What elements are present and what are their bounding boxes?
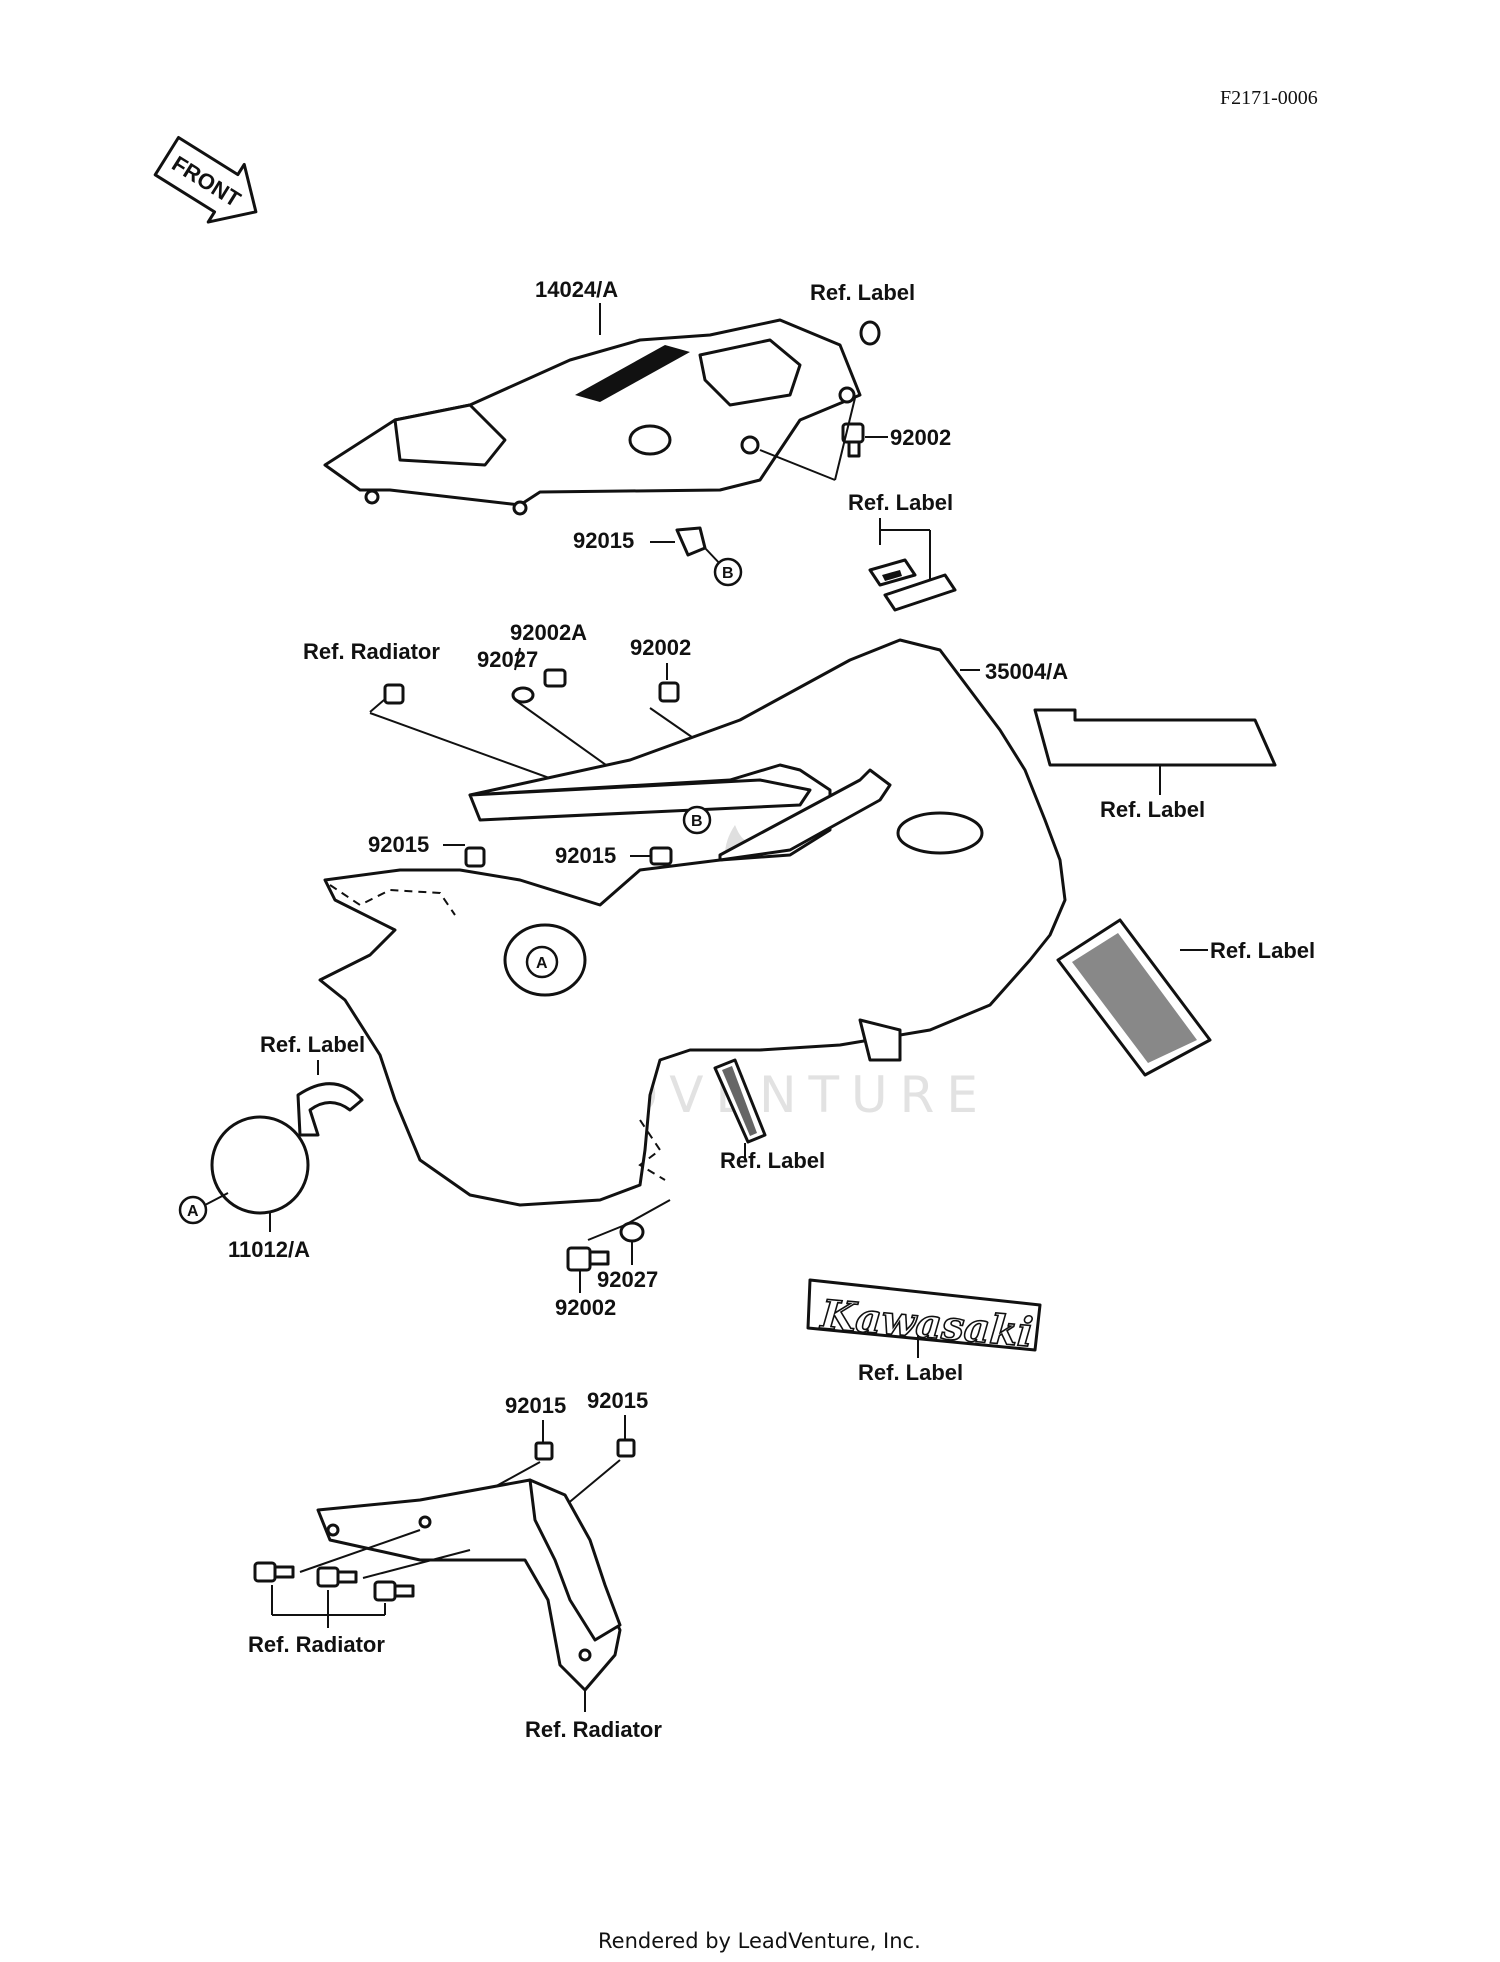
callout-92002-top: 92002 <box>890 425 951 450</box>
callout-ref-radiator-bottom-1: Ref. Radiator <box>248 1632 385 1657</box>
callout-92002-bottom: 92002 <box>555 1295 616 1320</box>
callout-ref-label-mid: Ref. Label <box>848 490 953 515</box>
callout-92002A: 92002A <box>510 620 587 645</box>
bolt-92002A <box>543 668 567 688</box>
clip-nut-92015-b1 <box>534 1441 554 1461</box>
callout-ref-label-kawasaki: Ref. Label <box>858 1360 963 1385</box>
callout-92015-left: 92015 <box>368 832 429 857</box>
radiator-shroud-part <box>316 1478 622 1692</box>
tail-cover-part <box>323 318 862 516</box>
clip-nut-92015 <box>675 526 707 557</box>
side-cover-part: A <box>318 638 1067 1207</box>
svg-text:B: B <box>691 813 703 830</box>
ref-label-arc-sticker <box>296 1082 364 1137</box>
footer-credit: Rendered by LeadVenture, Inc. <box>598 1929 921 1953</box>
callout-ref-label-right-b: Ref. Label <box>1210 938 1315 963</box>
callout-92015-bottom-1: 92015 <box>505 1393 566 1418</box>
callout-ref-radiator-bottom-2: Ref. Radiator <box>525 1717 662 1742</box>
marker-b-mid <box>682 805 712 835</box>
callout-ref-label-left: Ref. Label <box>260 1032 365 1057</box>
callout-11012A: 11012/A <box>228 1237 310 1262</box>
callout-35004A: 35004/A <box>985 659 1068 684</box>
bolts-radiator-bottom <box>253 1561 415 1602</box>
clip-nut-92015-mid <box>649 846 673 866</box>
callout-ref-radiator-top: Ref. Radiator <box>303 639 440 664</box>
marker-b-top <box>713 557 743 587</box>
callout-14024A: 14024/A <box>535 277 618 302</box>
ref-label-strip <box>1033 708 1277 767</box>
callout-92027-top: 92027 <box>477 647 538 672</box>
ref-label-round-sticker <box>859 320 881 346</box>
figure-code: F2171-0006 <box>1220 87 1318 109</box>
callout-ref-label-center: Ref. Label <box>720 1148 825 1173</box>
washer-92027-top <box>511 686 535 704</box>
ref-label-stripe-sticker <box>713 1058 767 1144</box>
svg-text:B: B <box>722 565 734 582</box>
clip-nut-92015-b2 <box>616 1438 636 1458</box>
svg-text:A: A <box>536 955 548 972</box>
callout-92027-bottom: 92027 <box>597 1267 658 1292</box>
callout-92002-mid: 92002 <box>630 635 691 660</box>
ref-label-warning-stickers <box>868 558 957 612</box>
marker-a-bottom <box>178 1195 208 1225</box>
front-arrow-icon: FRONT <box>153 135 258 224</box>
kawasaki-decal: Kawasaki <box>806 1278 1042 1357</box>
callout-92015-top: 92015 <box>573 528 634 553</box>
bolt-92002-top <box>841 422 865 458</box>
svg-text:A: A <box>187 1203 199 1220</box>
bolt-92002-mid <box>658 681 680 703</box>
callout-ref-label-top: Ref. Label <box>810 280 915 305</box>
callout-92015-bottom-2: 92015 <box>587 1388 648 1413</box>
washer-92027-bottom <box>619 1221 645 1243</box>
clip-nut-92015-left <box>464 846 486 868</box>
ref-label-reflector <box>1056 918 1212 1077</box>
callout-ref-label-right-a: Ref. Label <box>1100 797 1205 822</box>
callout-92015-mid: 92015 <box>555 843 616 868</box>
cap-11012A <box>210 1115 310 1215</box>
